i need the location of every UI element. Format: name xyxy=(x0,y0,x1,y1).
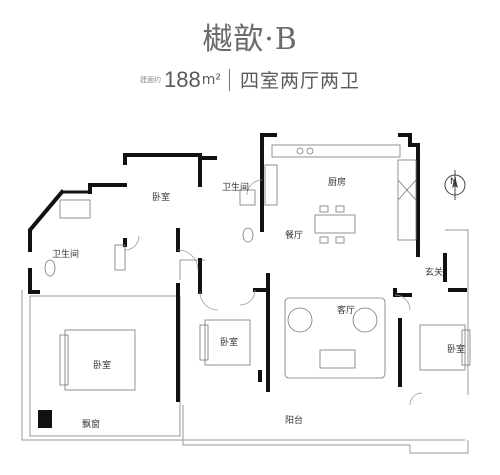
room-entrance: 玄关 xyxy=(425,266,443,278)
furniture-beds xyxy=(59,319,471,391)
room-bedroom-2: 卧室 xyxy=(220,336,238,348)
room-bay-window: 飘窗 xyxy=(82,418,100,430)
plan-subtitle: 建面约 188 m² 四室两厅两卫 xyxy=(0,66,500,93)
room-bedroom-1: 卧室 xyxy=(152,191,170,203)
dining-table xyxy=(314,205,356,244)
room-balcony: 阳台 xyxy=(285,414,303,426)
door-swings xyxy=(124,179,423,406)
subtitle-divider xyxy=(228,68,230,91)
room-dining: 餐厅 xyxy=(285,229,303,241)
layout-type: 四室两厅两卫 xyxy=(239,70,360,92)
living-furniture xyxy=(284,297,386,379)
plan-title: 樾歆·B xyxy=(202,22,298,57)
area-unit: m² xyxy=(201,71,221,88)
bath-fixtures xyxy=(44,189,256,277)
area-caption: 建面约 xyxy=(140,76,161,84)
kitchen-fixtures xyxy=(264,144,417,241)
room-kitchen: 厨房 xyxy=(328,176,346,188)
room-master-bedroom: 卧室 xyxy=(93,359,111,371)
compass-icon xyxy=(444,170,466,200)
room-bathroom-1: 卫生间 xyxy=(222,181,249,193)
area-caption-top: 建面约 xyxy=(140,75,161,84)
walls xyxy=(28,133,467,402)
area-value: 188 xyxy=(164,66,201,92)
compass-label: N xyxy=(450,177,457,187)
room-bathroom-2: 卫生间 xyxy=(52,248,79,260)
bay-corner-block xyxy=(38,410,52,428)
thin-lines xyxy=(21,229,469,454)
room-bedroom-3: 卧室 xyxy=(447,343,465,355)
room-living: 客厅 xyxy=(337,304,355,316)
